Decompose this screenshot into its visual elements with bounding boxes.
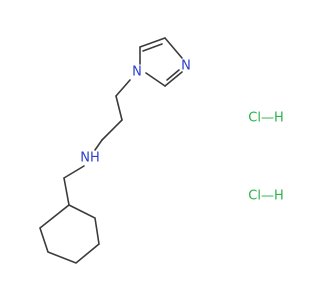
- bond-c2-n3: [164, 71, 183, 87]
- bond-n3-c4: [164, 37, 183, 59]
- hcl-top-label: Cl—H: [248, 111, 283, 126]
- hcl-bottom-label: Cl—H: [248, 189, 283, 204]
- propyl-chain: [94, 79, 131, 151]
- bond-cc-nh: [94, 139, 103, 151]
- bond-cb-cc: [101, 119, 123, 141]
- bond-n1-c2: [145, 72, 166, 87]
- bond-c4-c5: [139, 37, 166, 48]
- cyclohexane-ring: [39, 204, 100, 264]
- amine-nh-label: NH: [80, 151, 100, 166]
- molecule-structure-diagram: N N NH Cl—H Cl—H: [39, 37, 284, 264]
- imidazole-n3-label: N: [181, 59, 191, 74]
- bond-ch2-ring: [63, 177, 70, 206]
- imidazole-n1-label: N: [132, 65, 142, 80]
- bond-nh-ch2: [63, 165, 85, 179]
- imidazole-ring: [139, 37, 183, 87]
- bond-ca-cb: [115, 95, 123, 121]
- cyclohexylmethyl-group: [39, 165, 100, 264]
- bond-c2-n3-double: [166, 69, 180, 81]
- bond-c4-c5-double: [142, 43, 163, 52]
- bond-n1-ca: [115, 79, 131, 97]
